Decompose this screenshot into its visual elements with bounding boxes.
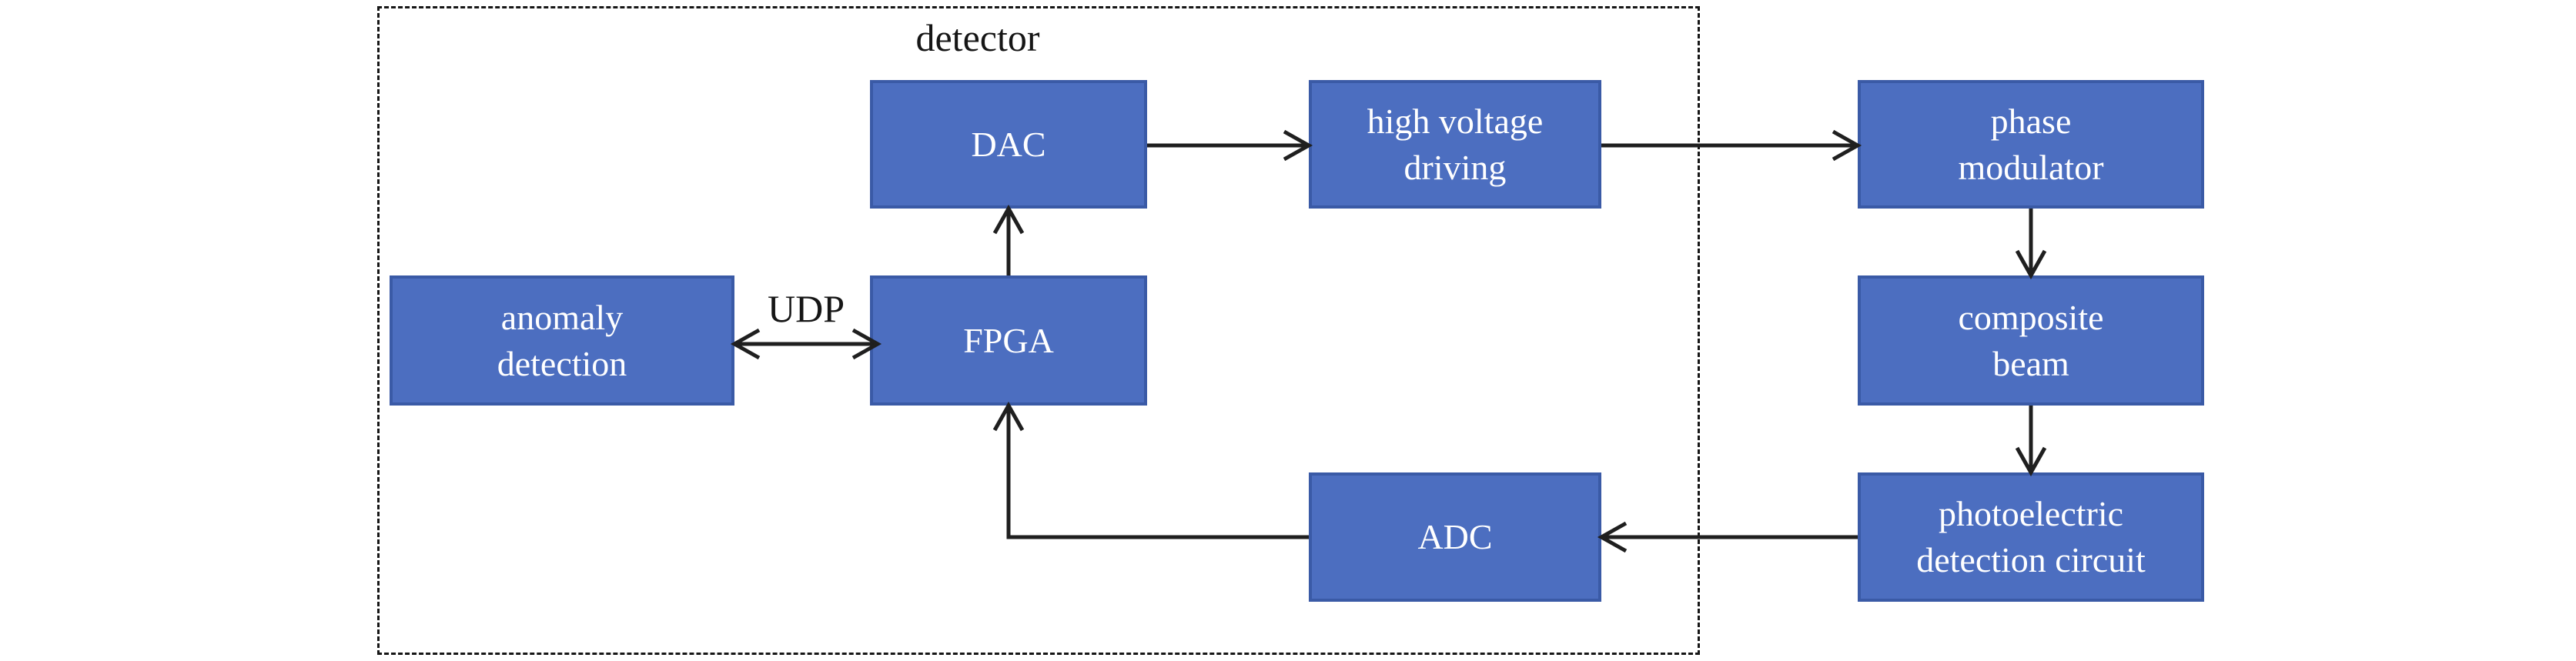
adc-box: ADC (1309, 472, 1601, 602)
composite-beam-box: composite beam (1858, 275, 2204, 406)
photoelectric-detection-circuit-label-line2: detection circuit (1916, 540, 2146, 579)
photoelectric-detection-circuit-label-line1: photoelectric (1938, 494, 2124, 533)
detector-boundary-label: detector (915, 16, 1040, 59)
udp-link-label: UDP (767, 287, 845, 330)
fpga-label: FPGA (963, 320, 1054, 360)
high-voltage-driving-box: high voltage driving (1309, 80, 1601, 209)
arrow-phase-modulator-to-composite-beam (2015, 209, 2047, 280)
arrow-composite-beam-to-photoelectric-detection-circuit (2015, 406, 2047, 477)
phase-modulator-label-line2: modulator (1958, 147, 2104, 187)
detector-boundary-box (377, 6, 1700, 655)
adc-label: ADC (1417, 517, 1493, 556)
fpga-box: FPGA (870, 275, 1147, 406)
dac-label: DAC (971, 124, 1046, 164)
anomaly-detection-box: anomaly detection (390, 275, 734, 406)
phase-modulator-label-line1: phase (1990, 101, 2072, 141)
composite-beam-label-line1: composite (1958, 297, 2104, 337)
high-voltage-driving-label-line1: high voltage (1367, 101, 1544, 141)
anomaly-detection-label-line2: detection (497, 343, 627, 383)
high-voltage-driving-label-line2: driving (1403, 147, 1507, 187)
composite-beam-label-line2: beam (1992, 343, 2069, 383)
anomaly-detection-label-line1: anomaly (500, 297, 624, 337)
photoelectric-detection-circuit-box: photoelectric detection circuit (1858, 472, 2204, 602)
phase-modulator-box: phase modulator (1858, 80, 2204, 209)
dac-box: DAC (870, 80, 1147, 209)
